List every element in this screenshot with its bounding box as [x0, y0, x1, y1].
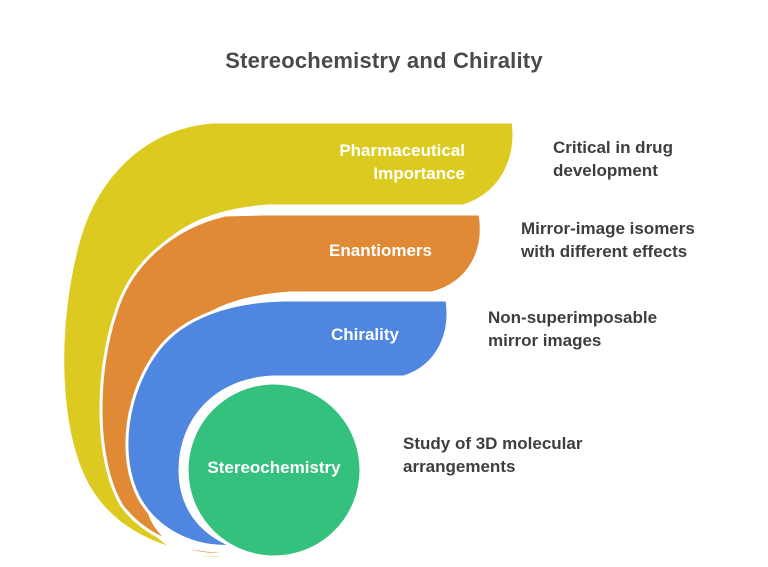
circle-shape-stereochemistry: [185, 381, 363, 559]
description-chirality: Non-superimposable mirror images: [488, 308, 658, 350]
band-shape-pharmaceutical-importance: [61, 120, 516, 561]
band-label-chirality: Chirality: [330, 325, 399, 344]
page-title: Stereochemistry and Chirality: [225, 48, 543, 73]
band-label-enantiomers: Enantiomers: [329, 241, 432, 260]
description-enantiomers: Mirror-image isomers with different effe…: [521, 219, 695, 261]
description-pharmaceutical-importance: Critical in drug development: [553, 138, 673, 180]
band-shape-enantiomers: [99, 212, 483, 556]
band-label-stereochemistry: Stereochemistry: [207, 458, 341, 477]
band-label-pharmaceutical-importance: Pharmaceutical Importance: [339, 141, 465, 183]
description-stereochemistry: Study of 3D molecular arrangements: [403, 434, 583, 476]
